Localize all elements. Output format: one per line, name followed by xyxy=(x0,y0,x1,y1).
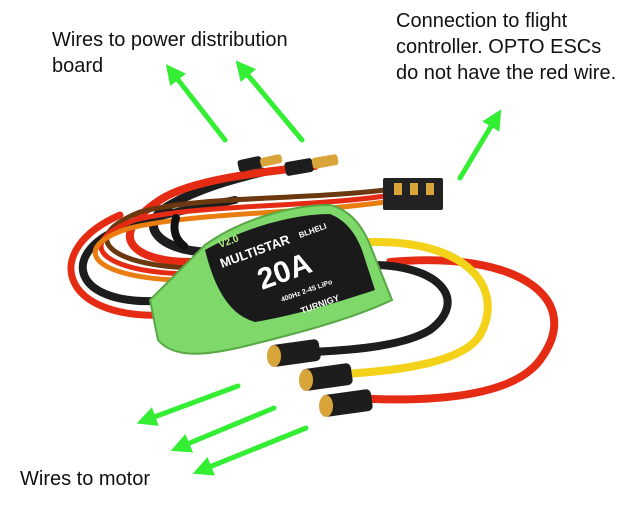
signal-wire-brown xyxy=(104,187,386,271)
annotation-arrows xyxy=(136,60,502,476)
motor-connectors xyxy=(267,339,373,417)
esc-label-panel xyxy=(205,214,375,322)
esc-body: V2.0 MULTISTAR BLHELI 20A 400Hz 2-4S LiP… xyxy=(148,203,394,355)
arrow-flight-controller-icon xyxy=(457,109,502,181)
power-wire-red-loop xyxy=(67,211,169,319)
motor-wire-red xyxy=(346,256,559,404)
motor-wires-label: Wires to motor xyxy=(20,468,151,490)
signal-wire-red xyxy=(98,193,386,277)
arrow-motor-1-icon xyxy=(136,383,241,426)
arrow-motor-2-icon xyxy=(170,405,277,453)
arrow-motor-3-icon xyxy=(192,425,309,476)
arrow-power-1-icon xyxy=(165,64,228,143)
power-wires-label: Wires to power distribution board xyxy=(52,29,288,77)
power-wire-red xyxy=(126,162,319,266)
motor-connector-2 xyxy=(299,363,353,391)
arrow-power-2-icon xyxy=(235,60,305,143)
motor-wire-black xyxy=(306,260,452,356)
motor-wires xyxy=(306,237,559,404)
servo-connector xyxy=(383,178,443,210)
motor-wire-yellow xyxy=(341,237,492,378)
bullet-connector-2 xyxy=(284,154,339,176)
motor-connector-1 xyxy=(267,339,321,367)
bullet-connector-1 xyxy=(237,154,283,172)
cable-tie xyxy=(170,214,188,250)
flight-controller-label: Connection to flight controller. OPTO ES… xyxy=(396,10,617,84)
motor-connector-3 xyxy=(319,389,373,417)
